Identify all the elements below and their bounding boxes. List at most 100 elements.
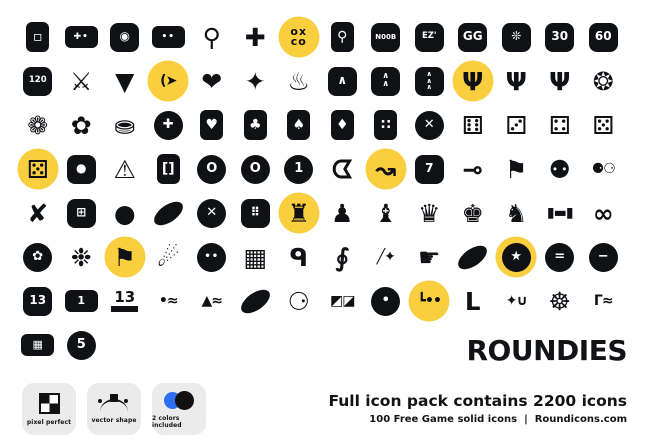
boxing-glove-icon: ☛ — [418, 242, 441, 272]
winners-podium-icon: 1 — [60, 279, 104, 323]
surfboard-icon — [234, 279, 278, 323]
pack-subline-left: 100 Free Game solid icons — [369, 414, 518, 425]
chicken-dinner-icon: ♨ — [287, 66, 310, 96]
rank-chevron-2-icon: ∧ ∧ — [364, 59, 408, 103]
basketball-icon: ✕ — [190, 191, 234, 235]
pack-subline-site: Roundicons.com — [534, 414, 627, 425]
feature-label: pixel perfect — [26, 418, 72, 426]
air-hockey-icon: ⊸ — [462, 154, 484, 184]
chat-bubble-ez-icon: EZ' — [408, 15, 452, 59]
goal-net-icon: ▦ — [16, 323, 60, 367]
kettlebell-5-icon: 5 — [60, 323, 104, 367]
d-pad-icon: ✚ — [244, 22, 266, 52]
race-number-13-icon: 13 — [103, 279, 147, 323]
level-120-icon: 120 — [16, 59, 60, 103]
dumbbell-icon: ▮▬▮ — [546, 205, 574, 221]
mobile-gaming-icon: ⚲ — [321, 15, 365, 59]
game-stamp-icon: ⛂ — [114, 110, 136, 140]
countdown-30-icon: 30 — [538, 15, 582, 59]
football-icon — [451, 235, 495, 279]
dice-roll-5-icon: ⚄ — [592, 110, 615, 140]
arcade-joystick-icon: ⚲ — [202, 22, 221, 52]
chess-king-icon: ♚ — [461, 198, 484, 228]
chess-queen-icon: ♛ — [418, 198, 441, 228]
rank-chevron-1-icon: ∧ — [321, 59, 365, 103]
pingpong-paddle-icon: ☄ — [157, 242, 180, 272]
card-diamond-icon: ♦ — [321, 103, 365, 147]
billiard-balls-icon: ⚈⚆ — [591, 161, 616, 177]
feature-badges: pixel perfect vector shape 2 colors incl… — [22, 383, 206, 435]
shuttlecock-icon: ❉ — [70, 242, 92, 272]
chat-bubble-noob-icon: N00B — [364, 15, 408, 59]
brand-title: ROUNDIES — [466, 334, 628, 367]
card-club-icon: ♣ — [234, 103, 278, 147]
shuriken-icon: ✦ — [244, 66, 266, 96]
controller-joystick-icon: •• — [147, 15, 191, 59]
feature-label: vector shape — [91, 417, 137, 424]
poker-chip-o-icon: O — [190, 147, 234, 191]
steering-wheel-icon: ☸ — [548, 286, 571, 316]
award-ribbon-2-icon: ✿ — [70, 110, 92, 140]
poker-chip-o2-icon: O — [234, 147, 278, 191]
chess-knight-icon: ♞ — [505, 198, 528, 228]
card-draw-icon: ● — [60, 147, 104, 191]
chess-rook-icon: ♜ — [277, 191, 321, 235]
chess-pawn-icon: ♟ — [331, 198, 354, 228]
poker-chip-1-icon: 1 — [277, 147, 321, 191]
feature-vector-shape: vector shape — [87, 383, 141, 435]
whistle-icon: ⚆ — [287, 286, 310, 316]
two-circles-icon — [164, 391, 194, 410]
medal-second-icon: = — [538, 235, 582, 279]
scoreboard-13-icon: 13 — [16, 279, 60, 323]
trophy-star-icon: Ψ — [451, 59, 495, 103]
poker-chip-x-icon: ✕ — [408, 103, 452, 147]
dice-roll-6-icon: ⚅ — [461, 110, 484, 140]
feature-two-colors: 2 colors included — [152, 383, 206, 435]
swimmer-icon: •≈ — [158, 293, 179, 309]
chess-bishop-icon: ♝ — [374, 198, 397, 228]
hockey-mask-icon: •• — [190, 235, 234, 279]
pack-subline: 100 Free Game solid icons | Roundicons.com — [369, 414, 627, 425]
game-board-field-icon: ⊞ — [60, 191, 104, 235]
arcade-cabinet-icon: ◉ — [103, 15, 147, 59]
football-helmet-icon: ᑫ — [289, 242, 309, 272]
basketball-net-icon: ▦ — [243, 242, 268, 272]
handheld-console-icon: ▫ — [16, 15, 60, 59]
strategy-play-icon: ↝ — [364, 147, 408, 191]
food-bowl-icon: ✦∪ — [505, 293, 528, 309]
pack-headline: Full icon pack contains 2200 icons — [328, 392, 627, 410]
badge-gear-plus-icon: ✚ — [147, 103, 191, 147]
medal-third-icon: − — [582, 235, 626, 279]
trophy-face-icon: Ψ — [505, 66, 527, 96]
dice-pair-icon: ⚄ — [16, 147, 60, 191]
domino-icon: ∷ — [364, 103, 408, 147]
roller-skate-icon: ┗•• — [408, 279, 452, 323]
high-dive-icon: Γ≈ — [593, 293, 614, 309]
feature-label: 2 colors included — [152, 415, 182, 429]
health-heart-icon: ❤ — [201, 66, 223, 96]
bowling-ball-pin-icon: ⚉ — [548, 154, 571, 184]
pacman-icon: ᗧ — [331, 154, 353, 184]
award-ribbon-icon: ❁ — [27, 110, 49, 140]
jump-rope-icon: ∮ — [335, 242, 350, 272]
sailing-icon: ▲≈ — [201, 293, 223, 309]
tic-tac-toe-icon: ox co — [277, 15, 321, 59]
pack-subline-separator: | — [524, 414, 528, 425]
trophy-plain-icon: Ψ — [549, 66, 571, 96]
shield-icon: ▼ — [115, 66, 135, 96]
kayaking-icon: ✘ — [27, 198, 49, 228]
pixel-grid-icon — [38, 392, 60, 414]
chat-bubble-gg-icon: GG — [451, 15, 495, 59]
hand-grip-icon: ∞ — [592, 198, 614, 228]
rugby-football-icon — [147, 191, 191, 235]
medal-star-icon: ★ — [495, 235, 539, 279]
dice-roll-3-icon: ⚂ — [505, 110, 528, 140]
rank-chevron-3-icon: ∧ ∧ ∧ — [408, 59, 452, 103]
jersey-7-icon: 7 — [408, 147, 452, 191]
bezier-curve-icon — [98, 399, 128, 412]
winner-celebration-icon: ❊ — [495, 15, 539, 59]
card-heart-icon: ♥ — [190, 103, 234, 147]
protective-pads-icon: ◩◪ — [330, 293, 355, 309]
